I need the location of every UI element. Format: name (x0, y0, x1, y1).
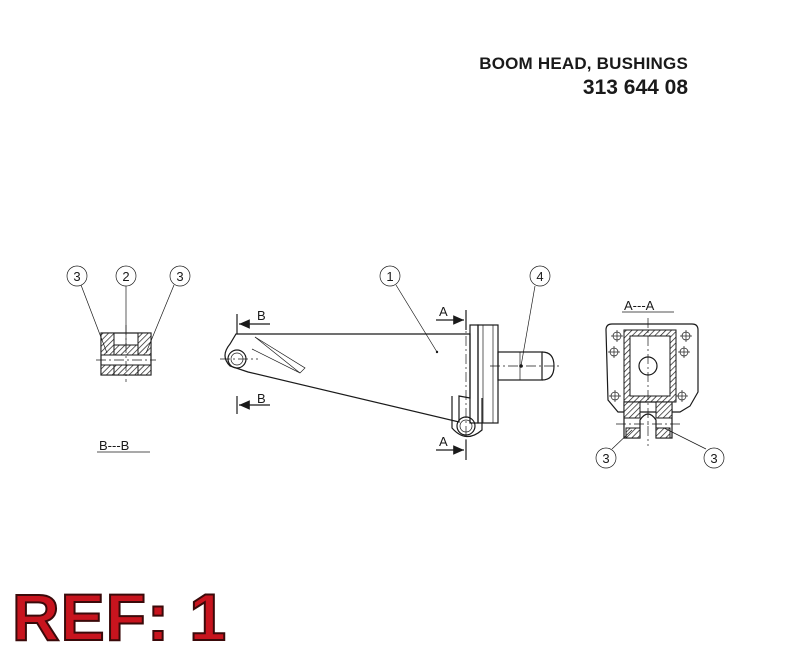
section-a-view (605, 318, 707, 450)
callout-4-pin: 4 (529, 265, 551, 287)
section-b-view (80, 284, 175, 382)
callout-1-boom: 1 (379, 265, 401, 287)
svg-text:3: 3 (176, 269, 183, 284)
boom-side-view (220, 284, 560, 450)
svg-text:2: 2 (122, 269, 129, 284)
section-arrow-b-top: B (236, 308, 270, 334)
svg-text:3: 3 (602, 451, 609, 466)
reference-label: REF: 1 (11, 580, 228, 654)
section-b-label: B---B (99, 438, 129, 453)
title-block: BOOM HEAD, BUSHINGS 313 644 08 (479, 54, 688, 100)
section-arrow-a-top: A (436, 304, 467, 330)
section-a-label: A---A (624, 298, 655, 313)
callout-2-bview: 2 (115, 265, 137, 287)
svg-text:A: A (439, 304, 448, 319)
svg-text:A: A (439, 434, 448, 449)
part-number: 313 644 08 (582, 76, 688, 99)
svg-text:B: B (257, 308, 266, 323)
callout-3-bview-left: 3 (66, 265, 88, 287)
section-arrow-a-bottom: A (436, 434, 467, 460)
callout-3-aview-left: 3 (595, 447, 617, 469)
callout-3-aview-right: 3 (703, 447, 725, 469)
callout-3-bview-right: 3 (169, 265, 191, 287)
svg-text:1: 1 (386, 269, 393, 284)
drawing-title: BOOM HEAD, BUSHINGS (479, 54, 688, 73)
section-arrow-b-bottom: B (236, 391, 270, 414)
svg-text:B: B (257, 391, 266, 406)
svg-text:3: 3 (710, 451, 717, 466)
svg-text:4: 4 (536, 269, 543, 284)
svg-text:3: 3 (73, 269, 80, 284)
